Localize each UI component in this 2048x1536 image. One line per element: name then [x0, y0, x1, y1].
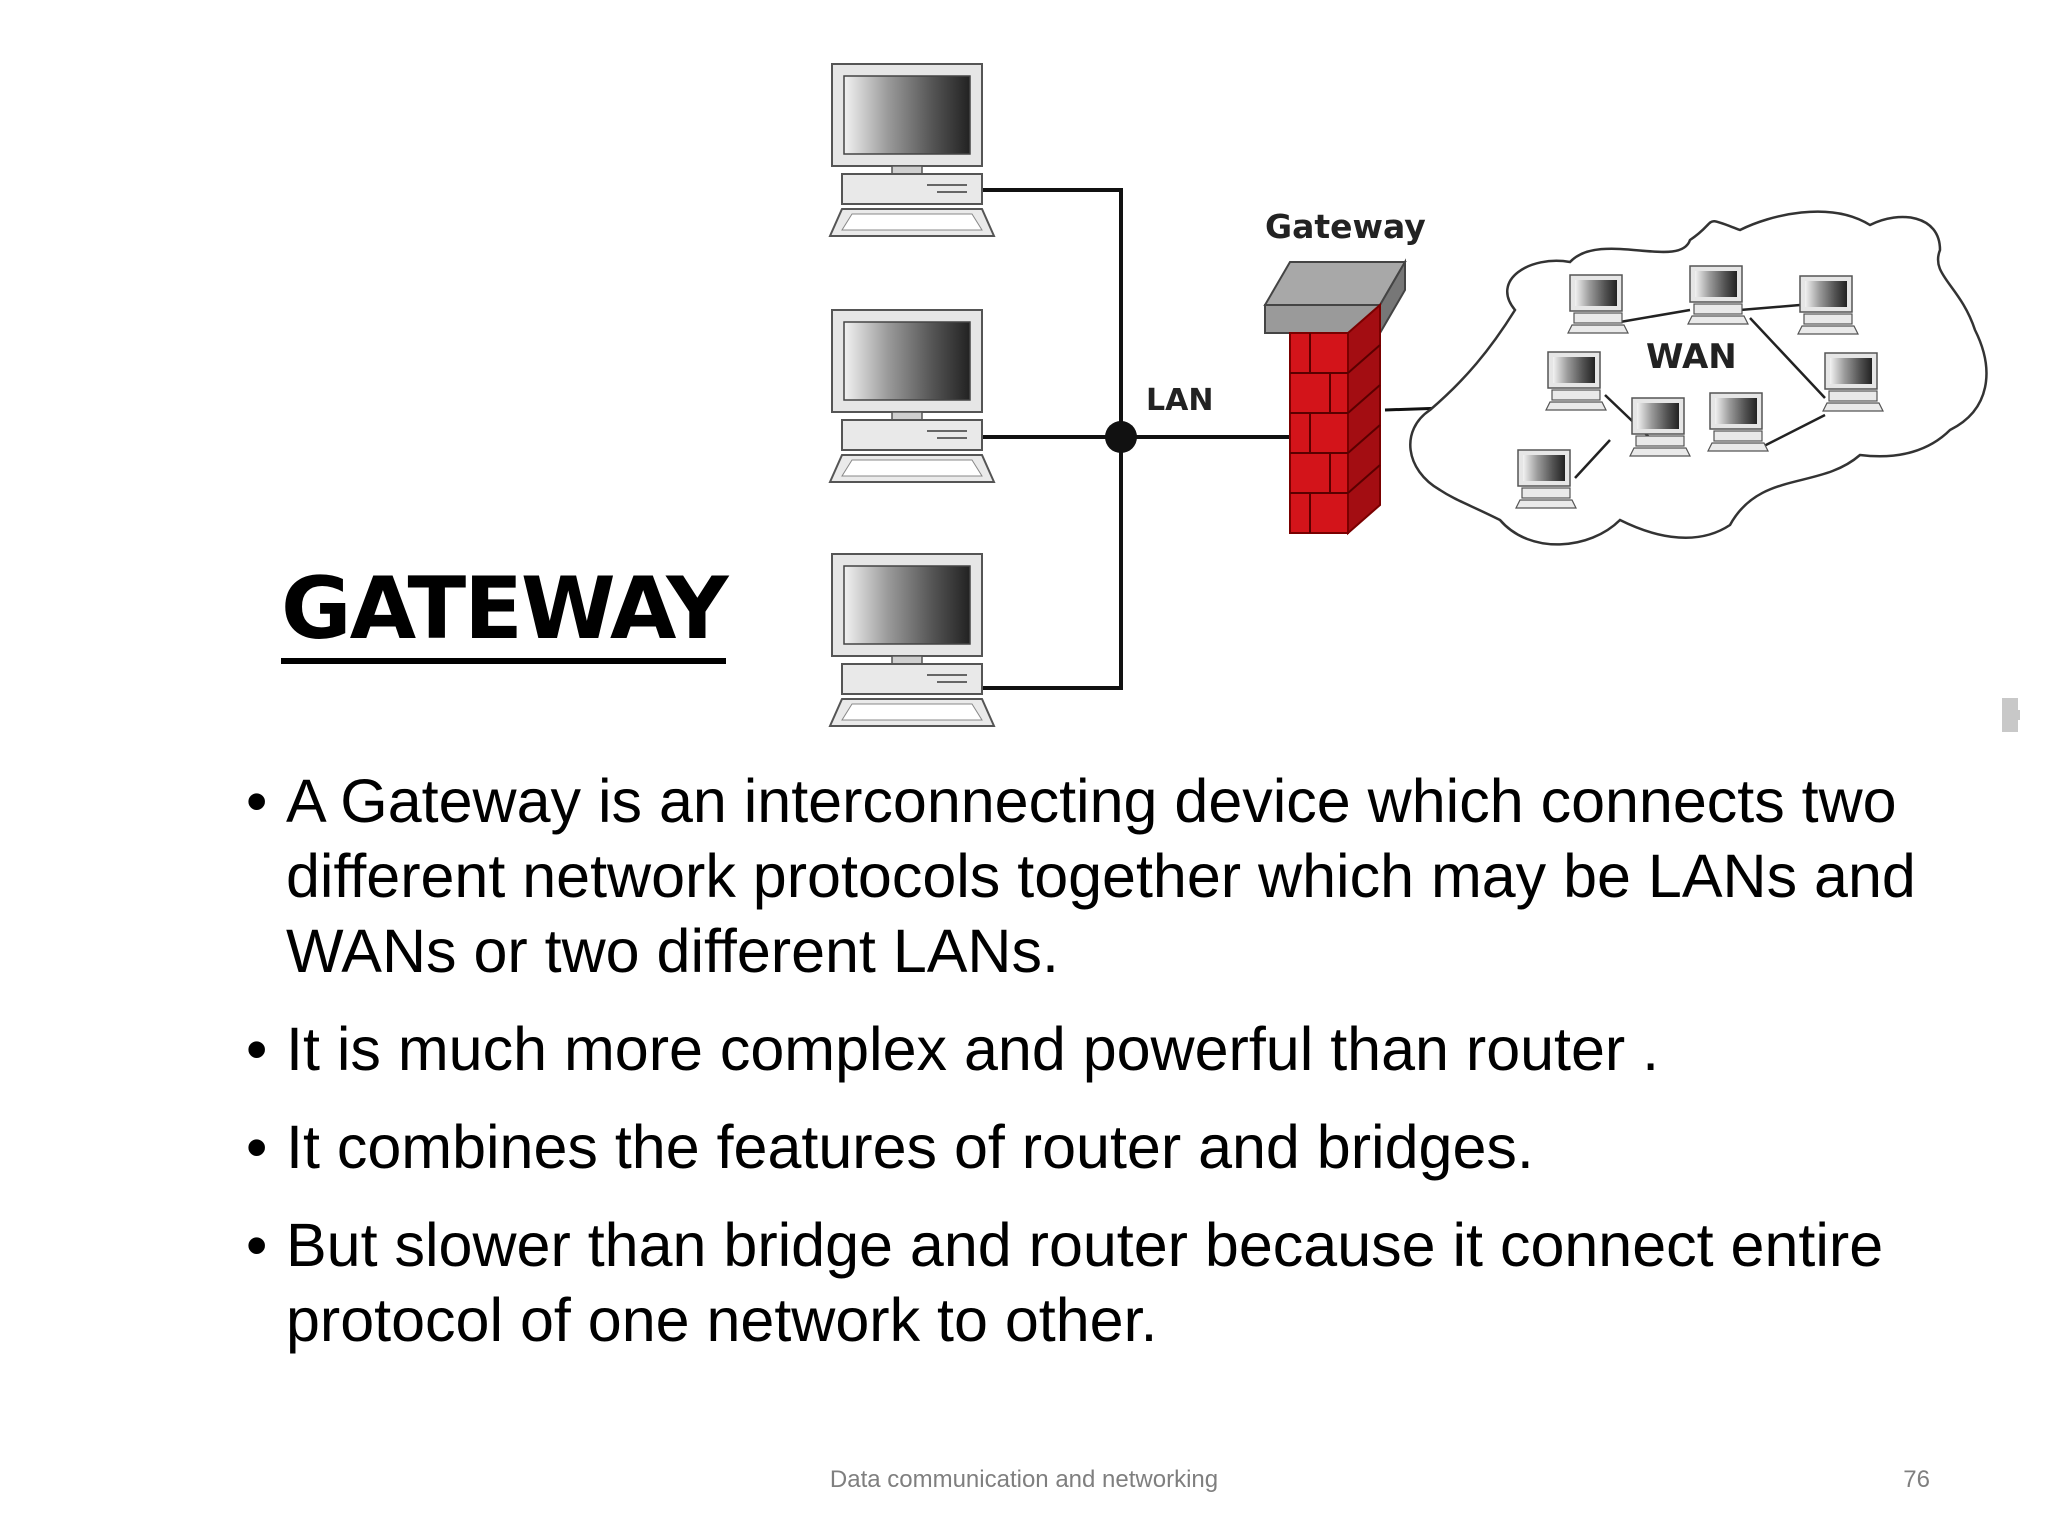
desktop-computer-icon — [829, 63, 995, 237]
gateway-diagram: Gateway LAN WAN — [829, 63, 1988, 727]
bullet-item: It is much more complex and powerful tha… — [246, 1012, 2006, 1087]
firewall-icon — [1263, 258, 1407, 536]
bullet-item: A Gateway is an interconnecting device w… — [246, 764, 2006, 989]
bullet-item: It combines the features of router and b… — [246, 1110, 2006, 1185]
page-number: 76 — [1903, 1466, 1930, 1493]
wan-label: WAN — [1646, 337, 1737, 377]
lan-junction-node — [1105, 421, 1137, 453]
lan-label: LAN — [1146, 383, 1213, 418]
desktop-computer-icon — [829, 553, 995, 727]
bullet-list: A Gateway is an interconnecting device w… — [246, 764, 2006, 1381]
bullet-item: But slower than bridge and router becaus… — [246, 1208, 2006, 1358]
gateway-label: Gateway — [1265, 207, 1426, 246]
slide-title: GATEWAY — [281, 560, 728, 664]
desktop-computer-icon — [829, 309, 995, 483]
edge-marker — [2002, 698, 2020, 732]
network-cloud-icon — [1409, 210, 1988, 546]
footer-text: Data communication and networking — [829, 1466, 1219, 1493]
